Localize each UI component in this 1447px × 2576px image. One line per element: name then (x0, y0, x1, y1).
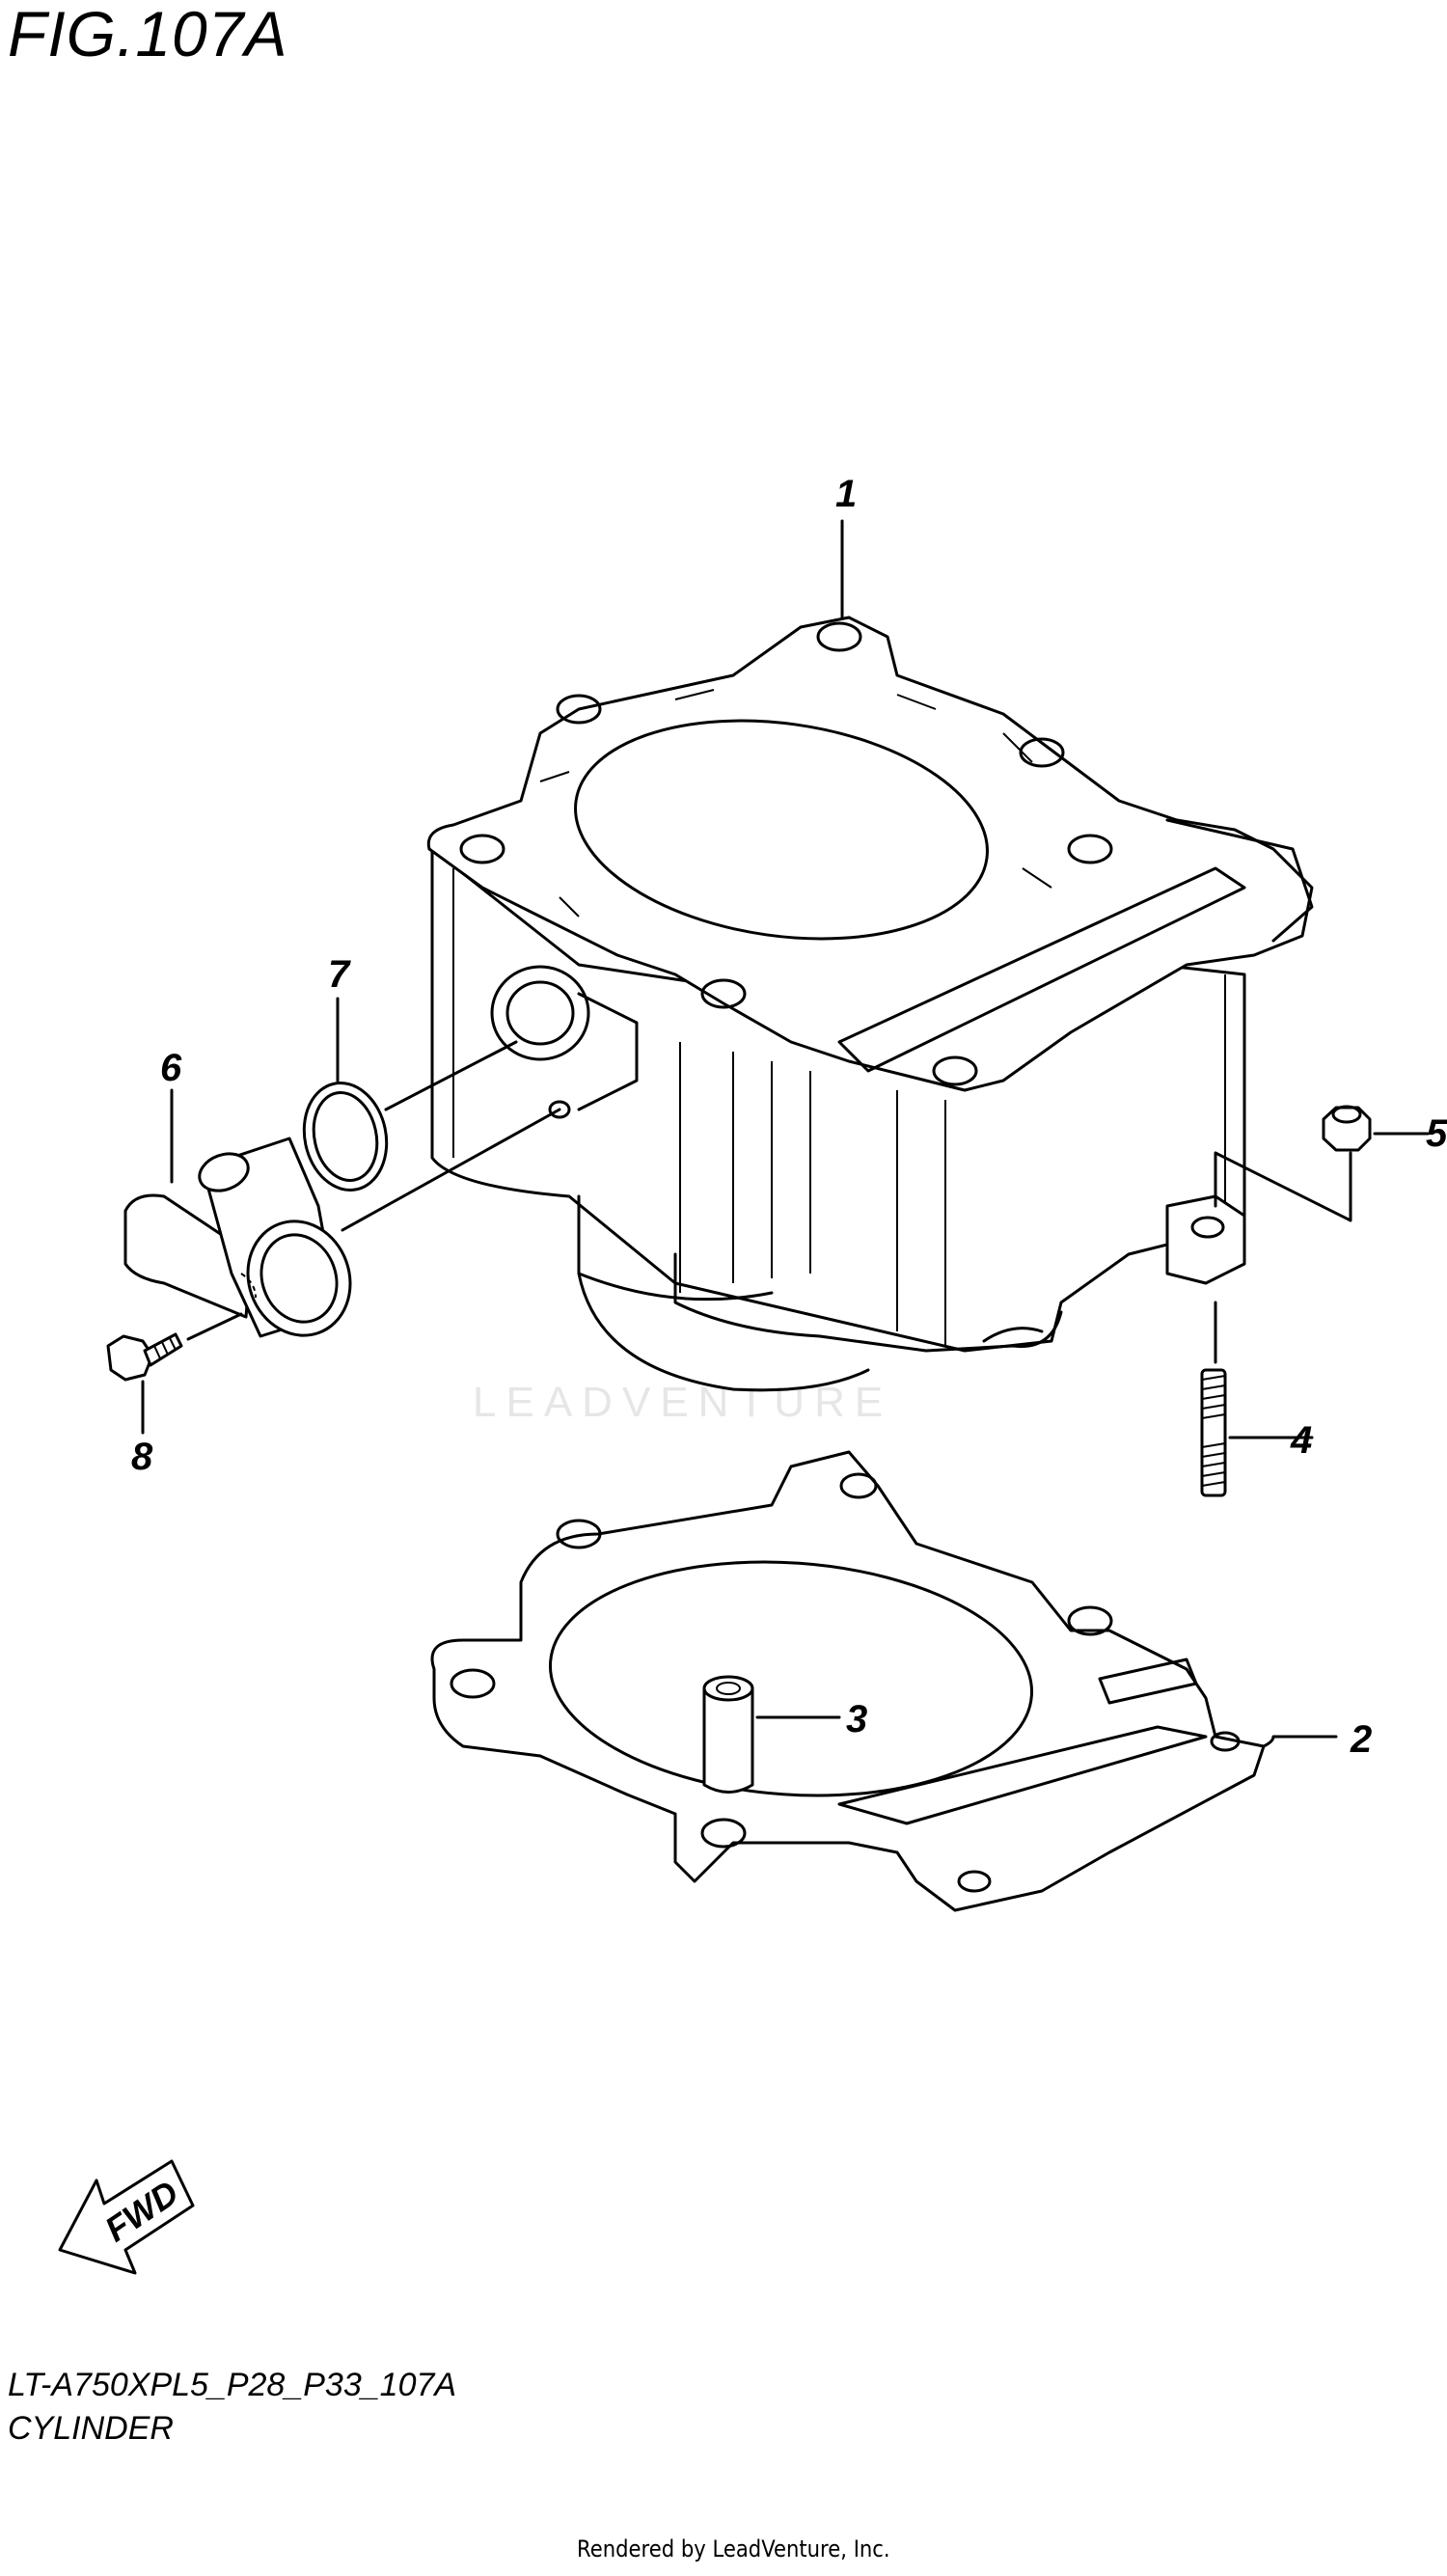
callout-6: 6 (160, 1047, 182, 1089)
callout-7: 7 (328, 953, 350, 996)
callout-1: 1 (835, 473, 858, 515)
water-inlet-pipe[interactable] (123, 1137, 366, 1350)
model-code: LT-A750XPL5_P28_P33_107A (8, 2367, 457, 2403)
fwd-arrow (58, 2159, 195, 2275)
callout-5: 5 (1426, 1112, 1447, 1155)
callout-3: 3 (846, 1698, 868, 1740)
section-name: CYLINDER (8, 2410, 174, 2447)
leader-line-6b (341, 1108, 561, 1232)
flange-nut[interactable] (1322, 1105, 1372, 1152)
callout-4: 4 (1291, 1419, 1313, 1462)
leader-line-8b (186, 1312, 243, 1341)
hex-bolt[interactable] (106, 1332, 183, 1382)
cylinder-block[interactable] (426, 616, 1314, 1392)
callout-8: 8 (131, 1436, 153, 1478)
leader-line-2 (1262, 1735, 1338, 1748)
stud-bolt[interactable] (1200, 1368, 1227, 1497)
watermark: LEADVENTURE (473, 1379, 893, 1426)
cylinder-gasket[interactable] (430, 1450, 1266, 1912)
leader-line-7b (384, 1040, 518, 1111)
o-ring[interactable] (294, 1075, 396, 1197)
figure-title: FIG.107A (8, 0, 288, 69)
callout-2: 2 (1351, 1718, 1373, 1761)
leader-line-5b (1214, 1151, 1352, 1222)
rendered-by-credit: Rendered by LeadVenture, Inc. (577, 2535, 890, 2562)
dowel-pin[interactable] (702, 1675, 754, 1794)
